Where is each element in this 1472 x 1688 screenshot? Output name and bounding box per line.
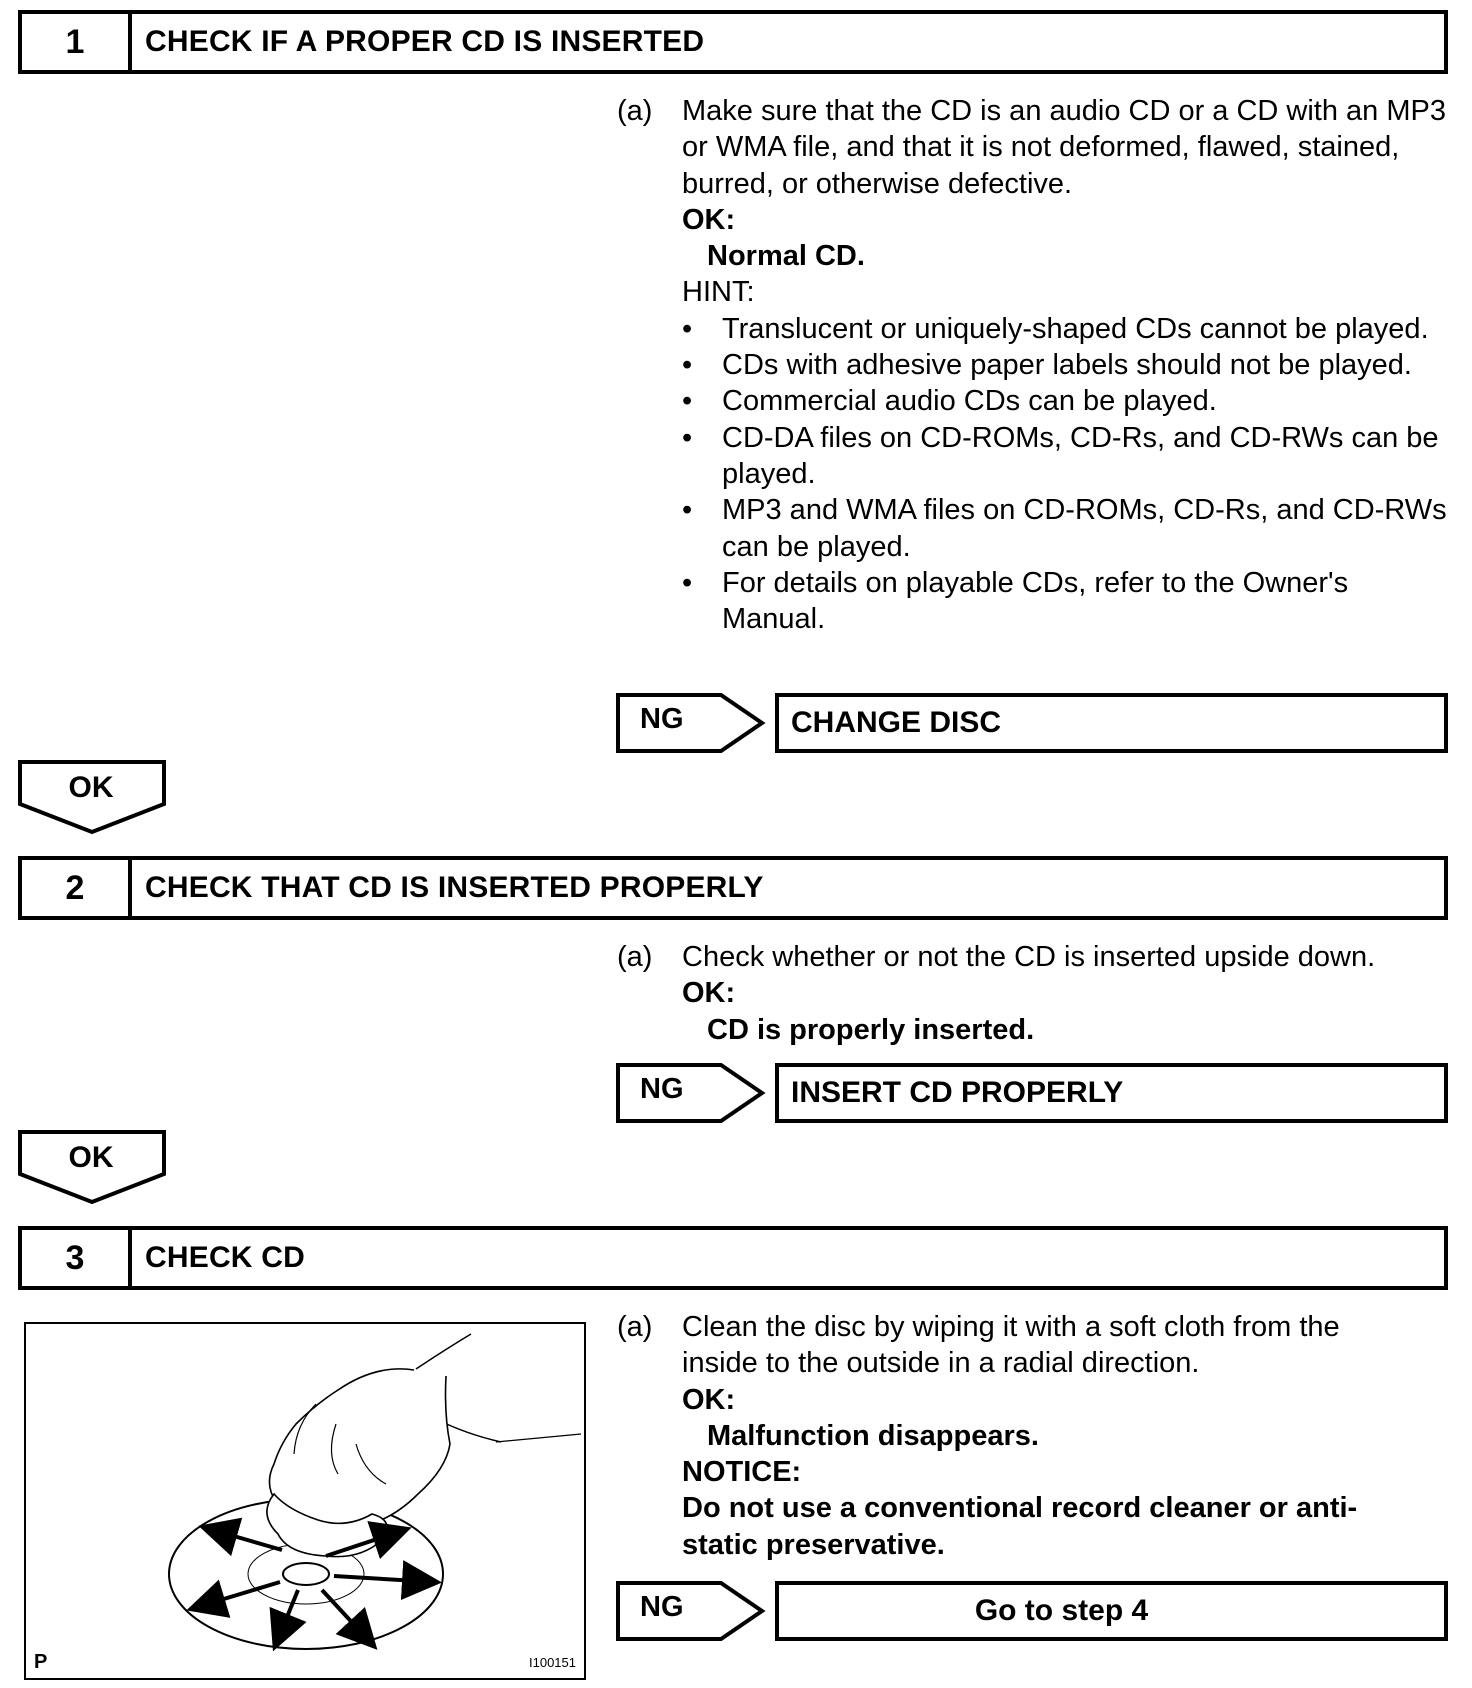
step-1-header: 1 CHECK IF A PROPER CD IS INSERTED xyxy=(18,10,1448,74)
ng-arrow-icon xyxy=(616,1581,766,1641)
notice-text: Do not use a conventional record cleaner… xyxy=(682,1492,1358,1561)
ok-label: OK: xyxy=(682,1383,736,1416)
ok-value: Normal CD. xyxy=(707,240,865,273)
step-title: CHECK CD xyxy=(145,1241,305,1274)
go-to-step-4-box[interactable]: Go to step 4 xyxy=(775,1581,1448,1641)
item-mark: (a) xyxy=(617,1311,653,1343)
ok-value: CD is properly inserted. xyxy=(707,1013,1035,1046)
step-2-header: 2 CHECK THAT CD IS INSERTED PROPERLY xyxy=(18,856,1448,920)
instruction-text: Clean the disc by wiping it with a soft … xyxy=(682,1311,1340,1380)
hint-label: HINT: xyxy=(682,276,755,309)
ng-arrow-icon xyxy=(616,1063,766,1123)
hint-item: Translucent or uniquely-shaped CDs canno… xyxy=(682,311,1457,348)
hint-item: Commercial audio CDs can be played. xyxy=(682,383,1457,420)
step-number: 1 xyxy=(22,14,132,70)
step-number: 3 xyxy=(22,1230,132,1286)
item-mark: (a) xyxy=(617,95,653,127)
ng-label: NG xyxy=(640,703,684,735)
ng-action-box: CHANGE DISC xyxy=(775,693,1448,753)
hint-item: For details on playable CDs, refer to th… xyxy=(682,565,1457,638)
instruction-text: Make sure that the CD is an audio CD or … xyxy=(682,95,1446,200)
ok-down-arrow-icon xyxy=(18,1130,166,1205)
ok-arrow-label: OK xyxy=(68,1141,114,1174)
ok-label: OK: xyxy=(682,203,736,236)
ok-arrow-label: OK xyxy=(68,771,114,804)
step-number: 2 xyxy=(22,860,132,916)
step-title: CHECK IF A PROPER CD IS INSERTED xyxy=(145,25,705,58)
ok-down-arrow-icon xyxy=(18,760,166,835)
hint-item: CDs with adhesive paper labels should no… xyxy=(682,347,1457,384)
figure-code: I100151 xyxy=(529,1655,576,1670)
ok-label: OK: xyxy=(682,977,736,1010)
notice-label: NOTICE: xyxy=(682,1456,802,1489)
cd-cleaning-illustration: P I100151 xyxy=(24,1322,586,1680)
ng-label: NG xyxy=(640,1591,684,1623)
step-title: CHECK THAT CD IS INSERTED PROPERLY xyxy=(145,871,764,904)
ng-arrow-icon xyxy=(616,693,766,753)
hand-wiping-cd-icon xyxy=(168,1333,582,1652)
figure-corner-mark: P xyxy=(34,1651,48,1673)
ok-value: Malfunction disappears. xyxy=(707,1419,1039,1452)
step-3-header: 3 CHECK CD xyxy=(18,1226,1448,1290)
hint-item: MP3 and WMA files on CD-ROMs, CD-Rs, and… xyxy=(682,492,1457,565)
hint-item: CD-DA files on CD-ROMs, CD-Rs, and CD-RW… xyxy=(682,420,1457,493)
instruction-text: Check whether or not the CD is inserted … xyxy=(682,941,1376,973)
ng-action-box: INSERT CD PROPERLY xyxy=(775,1063,1448,1123)
hint-list: Translucent or uniquely-shaped CDs canno… xyxy=(682,311,1457,638)
item-mark: (a) xyxy=(617,941,653,973)
ng-label: NG xyxy=(640,1073,684,1105)
